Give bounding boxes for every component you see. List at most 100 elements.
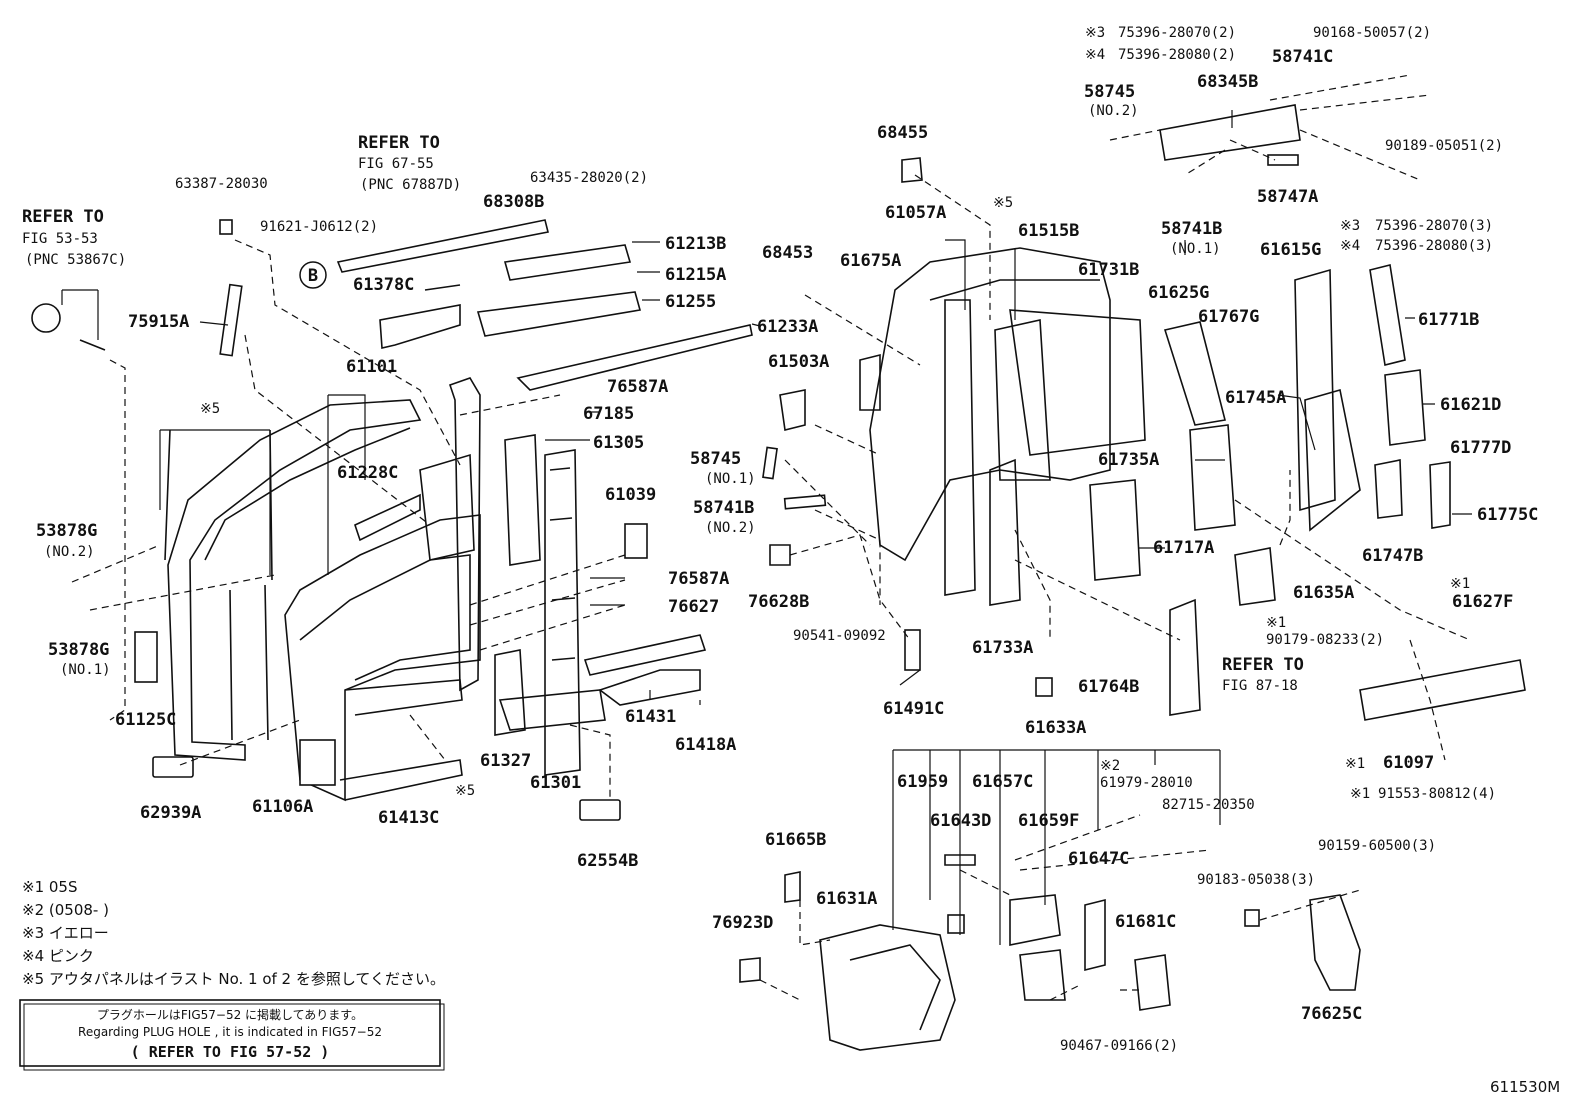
plug-hole-note-box: プラグホールはFIG57−52 に掲載してあります。 Regarding PLU…	[19, 999, 445, 1071]
footnote-marks: ※5 ※5 ※5 ※1 ※1 ※1 ※1 ※2 ※3 ※4 ※3 ※4	[200, 25, 1470, 802]
label-61775C: 61775C	[1477, 505, 1538, 525]
label-61959: 61959	[897, 772, 948, 792]
label-61771B: 61771B	[1418, 310, 1479, 330]
svg-text:※1: ※1	[1266, 615, 1286, 631]
label-76627: 76627	[668, 597, 719, 617]
label-76625C: 76625C	[1301, 1004, 1362, 1024]
label-68308B: 68308B	[483, 192, 544, 212]
label-61503A: 61503A	[768, 352, 829, 372]
svg-text:Regarding PLUG HOLE , it is in: Regarding PLUG HOLE , it is indicated in…	[78, 1025, 382, 1039]
label-61747B: 61747B	[1362, 546, 1423, 566]
label-61657C: 61657C	[972, 772, 1033, 792]
svg-text:※1: ※1	[1450, 576, 1470, 592]
label-90159-60500: 90159-60500(3)	[1318, 838, 1436, 854]
label-75396-28080-3: 75396-28080(3)	[1375, 238, 1493, 254]
label-61327: 61327	[480, 751, 531, 771]
dashed-connectors	[71, 74, 1471, 1001]
label-53878G-no2: 53878G	[36, 521, 97, 541]
label-58745-no1: 58745	[690, 449, 741, 469]
label-61413C: 61413C	[378, 808, 439, 828]
label-61125C: 61125C	[115, 710, 176, 730]
label-58741C: 58741C	[1272, 47, 1333, 67]
label-61097: 61097	[1383, 753, 1434, 773]
legend-notes: ※1 05S ※2 (0508- ) ※3 イエロー ※4 ピンク ※5 アウタ…	[22, 878, 445, 988]
fig-87-18: FIG 87-18	[1222, 678, 1298, 694]
label-61979-28010: 61979-28010	[1100, 775, 1193, 791]
pnc-67887D: (PNC 67887D)	[360, 177, 461, 193]
pnc-53867C: (PNC 53867C)	[25, 252, 126, 268]
label-61621D: 61621D	[1440, 395, 1501, 415]
svg-text:( REFER TO FIG 57-52 ): ( REFER TO FIG 57-52 )	[131, 1043, 330, 1061]
label-61764B: 61764B	[1078, 677, 1139, 697]
label-63435-28020: 63435-28020(2)	[530, 170, 648, 186]
circle-b-marker: B	[299, 261, 327, 289]
label-58745-no2: 58745	[1084, 82, 1135, 102]
label-76587A-top: 76587A	[607, 377, 668, 397]
label-91553-80812: 91553-80812(4)	[1378, 786, 1496, 802]
label-58747A: 58747A	[1257, 187, 1318, 207]
note-4: ※4 ピンク	[22, 947, 94, 965]
label-63387-28030: 63387-28030	[175, 176, 268, 192]
label-61631A: 61631A	[816, 889, 877, 909]
label-61643D: 61643D	[930, 811, 991, 831]
label-61735A: 61735A	[1098, 450, 1159, 470]
leader-lines	[61, 110, 1472, 945]
label-75396-28070-3: 75396-28070(3)	[1375, 218, 1493, 234]
svg-text:※4: ※4	[1340, 238, 1360, 254]
label-61215A: 61215A	[665, 265, 726, 285]
label-61106A: 61106A	[252, 797, 313, 817]
no1-c: (NO.1)	[1170, 241, 1221, 257]
no1-a: (NO.1)	[60, 662, 111, 678]
part-drawings	[31, 104, 1526, 1051]
label-61625G: 61625G	[1148, 283, 1209, 303]
label-61378C: 61378C	[353, 275, 414, 295]
label-61681C: 61681C	[1115, 912, 1176, 932]
label-61213B: 61213B	[665, 234, 726, 254]
label-67185: 67185	[583, 404, 634, 424]
svg-text:プラグホールはFIG57−52 に掲載してあります。: プラグホールはFIG57−52 に掲載してあります。	[97, 1007, 363, 1022]
svg-text:※5: ※5	[993, 195, 1013, 211]
no2-c: (NO.2)	[1088, 103, 1139, 119]
label-61228C: 61228C	[337, 463, 398, 483]
label-58741B-no1: 58741B	[1161, 219, 1222, 239]
refer-to-3: REFER TO	[1222, 655, 1304, 675]
label-76628B: 76628B	[748, 592, 809, 612]
note-5: ※5 アウタパネルはイラスト No. 1 of 2 を参照してください。	[22, 970, 445, 988]
label-61627F: 61627F	[1452, 592, 1513, 612]
label-61647C: 61647C	[1068, 849, 1129, 869]
label-76587A: 76587A	[668, 569, 729, 589]
label-61233A: 61233A	[757, 317, 818, 337]
label-61301: 61301	[530, 773, 581, 793]
label-75396-28070-2: 75396-28070(2)	[1118, 25, 1236, 41]
no1-b: (NO.1)	[705, 471, 756, 487]
label-61491C: 61491C	[883, 699, 944, 719]
label-82715-20350: 82715-20350	[1162, 797, 1255, 813]
svg-text:※5: ※5	[200, 401, 220, 417]
svg-text:※1: ※1	[1345, 756, 1365, 772]
label-91621-J0612: 91621-J0612(2)	[260, 219, 378, 235]
label-61665B: 61665B	[765, 830, 826, 850]
label-76923D: 76923D	[712, 913, 773, 933]
label-61515B: 61515B	[1018, 221, 1079, 241]
label-90467-09166: 90467-09166(2)	[1060, 1038, 1178, 1054]
refer-to-1: REFER TO	[358, 133, 440, 153]
label-61745A: 61745A	[1225, 388, 1286, 408]
label-90168-50057: 90168-50057(2)	[1313, 25, 1431, 41]
no2-b: (NO.2)	[705, 520, 756, 536]
label-61057A: 61057A	[885, 203, 946, 223]
label-61731B: 61731B	[1078, 260, 1139, 280]
label-68455: 68455	[877, 123, 928, 143]
label-58741B-no2: 58741B	[693, 498, 754, 518]
svg-text:※3: ※3	[1085, 25, 1105, 41]
no2-a: (NO.2)	[44, 544, 95, 560]
label-61615G: 61615G	[1260, 240, 1321, 260]
label-61039: 61039	[605, 485, 656, 505]
label-62939A: 62939A	[140, 803, 201, 823]
label-61635A: 61635A	[1293, 583, 1354, 603]
svg-text:※1: ※1	[1350, 786, 1370, 802]
label-61418A: 61418A	[675, 735, 736, 755]
fig-53-53: FIG 53-53	[22, 231, 98, 247]
label-61767G: 61767G	[1198, 307, 1259, 327]
